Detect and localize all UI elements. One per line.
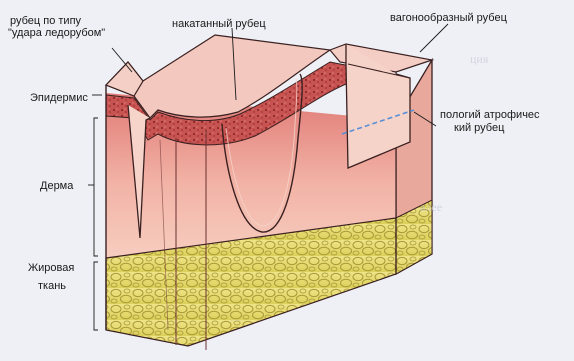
label-atrophic-scar: пологий атрофичес кий рубец: [440, 109, 540, 134]
label-dermis: Дерма: [40, 180, 73, 192]
background-text: …: [230, 310, 242, 325]
label-fat-tissue: Жировая ткань: [28, 262, 74, 292]
dermis-bracket: [94, 118, 98, 256]
fat-bracket: [94, 262, 98, 330]
leader-boxcar: [420, 24, 448, 52]
background-text: алее: [420, 200, 442, 215]
label-rolling-scar: накатанный рубец: [172, 18, 266, 30]
label-ice-pick-scar: рубец по типу "удара ледорубом": [8, 15, 105, 39]
background-text: ция: [470, 52, 488, 67]
label-epidermis: Эпидермис: [30, 92, 88, 104]
label-boxcar-scar: вагонообразный рубец: [390, 12, 507, 24]
